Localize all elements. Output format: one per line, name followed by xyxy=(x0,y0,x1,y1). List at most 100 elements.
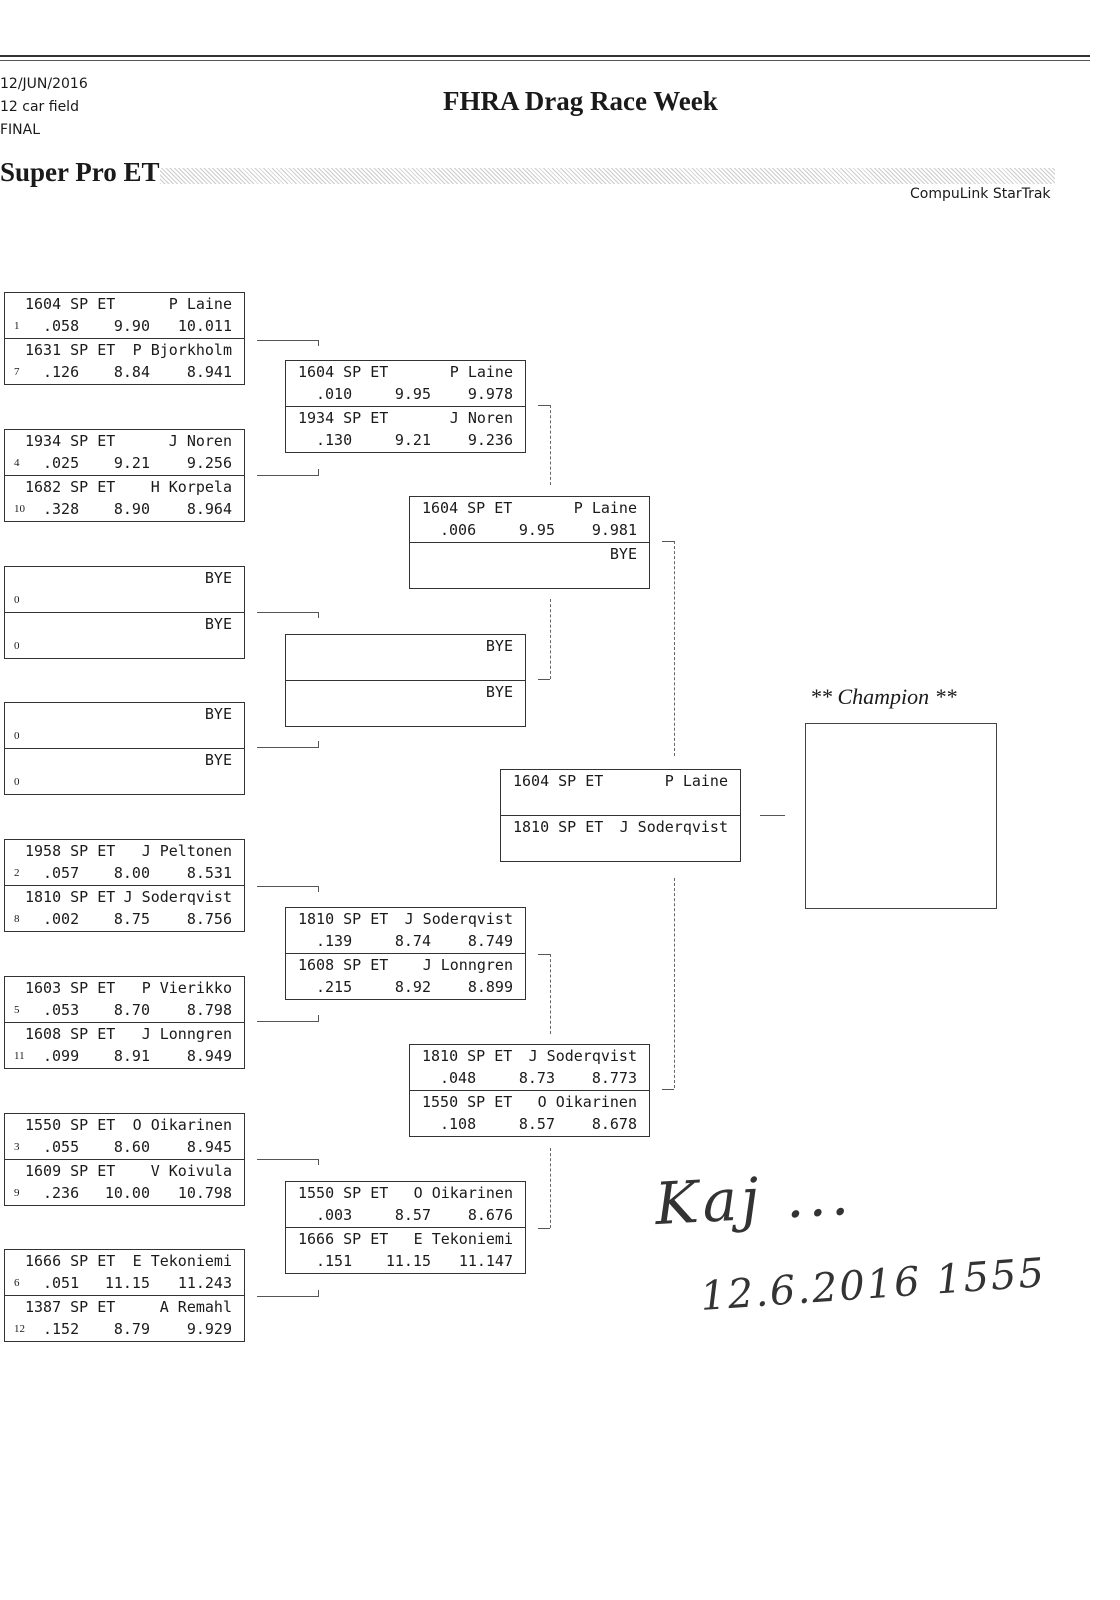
connector-dashed xyxy=(674,878,675,1088)
seed-number: 7 xyxy=(14,366,20,378)
driver-name: BYE xyxy=(204,705,232,723)
reaction-time: .099 xyxy=(43,1047,80,1065)
connector-line xyxy=(257,1296,319,1297)
car-number: 1666 SP ET xyxy=(25,1252,116,1270)
dial-in: 8.90 xyxy=(113,500,150,518)
elapsed-time: 8.749 xyxy=(467,932,513,950)
elapsed-time: 9.256 xyxy=(186,454,232,472)
driver-name: BYE xyxy=(609,545,637,563)
car-number: 1810 SP ET xyxy=(513,818,604,836)
driver-name: P Laine xyxy=(664,772,728,790)
car-number: 1810 SP ET xyxy=(422,1047,513,1065)
dial-in: 8.57 xyxy=(518,1115,555,1133)
car-number: 1604 SP ET xyxy=(422,499,513,517)
driver-name: H Korpela xyxy=(150,478,232,496)
connector-line xyxy=(538,679,550,680)
elapsed-time: 8.756 xyxy=(186,910,232,928)
dial-in: 9.21 xyxy=(394,431,431,449)
racer-entry: BYE 0 xyxy=(5,703,244,748)
car-number: 1609 SP ET xyxy=(25,1162,116,1180)
driver-name: E Tekoniemi xyxy=(132,1252,232,1270)
driver-name: V Koivula xyxy=(150,1162,232,1180)
connector-line xyxy=(538,405,550,406)
car-number: 1550 SP ET xyxy=(298,1184,389,1202)
reaction-time: .328 xyxy=(43,500,80,518)
reaction-time: .002 xyxy=(43,910,80,928)
driver-name: P Laine xyxy=(573,499,637,517)
connector-line xyxy=(538,1228,550,1229)
connector-line xyxy=(318,612,319,618)
connector-line xyxy=(257,1021,319,1022)
driver-name: J Lonngren xyxy=(141,1025,232,1043)
car-number: 1631 SP ET xyxy=(25,341,116,359)
handwritten-signature: Kaj ... xyxy=(653,1159,855,1239)
connector-line xyxy=(257,612,319,613)
reaction-time: .055 xyxy=(43,1138,80,1156)
seed-number: 6 xyxy=(14,1277,20,1289)
car-number: 1810 SP ET xyxy=(25,888,116,906)
driver-name: P Laine xyxy=(168,295,232,313)
car-number: 1810 SP ET xyxy=(298,910,389,928)
dial-in: 9.21 xyxy=(113,454,150,472)
driver-name: P Laine xyxy=(449,363,513,381)
reaction-time: .126 xyxy=(43,363,80,381)
car-number: 1666 SP ET xyxy=(298,1230,389,1248)
dial-in: 9.90 xyxy=(113,317,150,335)
driver-name: BYE xyxy=(485,683,513,701)
elapsed-time: 8.678 xyxy=(591,1115,637,1133)
driver-name: P Bjorkholm xyxy=(132,341,232,359)
dial-in: 8.73 xyxy=(518,1069,555,1087)
bracket-status: FINAL xyxy=(0,122,41,138)
driver-name: J Peltonen xyxy=(141,842,232,860)
reaction-time: .010 xyxy=(316,385,353,403)
elapsed-time: 9.929 xyxy=(186,1320,232,1338)
connector-line xyxy=(662,541,674,542)
event-title: FHRA Drag Race Week xyxy=(443,86,718,116)
champion-connector xyxy=(760,815,785,816)
car-number: 1682 SP ET xyxy=(25,478,116,496)
connector-dashed xyxy=(550,954,551,1034)
driver-name: J Soderqvist xyxy=(619,818,728,836)
elapsed-time: 11.243 xyxy=(177,1274,232,1292)
car-number: 1934 SP ET xyxy=(298,409,389,427)
elapsed-time: 10.798 xyxy=(177,1184,232,1202)
connector-line xyxy=(662,1089,674,1090)
elapsed-time: 8.964 xyxy=(186,500,232,518)
class-title: Super Pro ET xyxy=(0,157,160,187)
connector-dashed xyxy=(550,599,551,679)
dial-in: 8.57 xyxy=(394,1206,431,1224)
champion-box xyxy=(805,723,997,909)
connector-line xyxy=(318,1015,319,1021)
connector-line xyxy=(318,340,319,346)
driver-name: E Tekoniemi xyxy=(413,1230,513,1248)
driver-name: BYE xyxy=(204,615,232,633)
connector-dashed xyxy=(674,541,675,756)
racer-entry: BYE xyxy=(286,680,525,726)
connector-dashed xyxy=(550,1148,551,1228)
seed-number: 0 xyxy=(14,730,20,742)
driver-name: J Noren xyxy=(168,432,232,450)
reaction-time: .025 xyxy=(43,454,80,472)
dial-in: 8.92 xyxy=(394,978,431,996)
racer-entry: BYE xyxy=(286,635,525,680)
seed-number: 11 xyxy=(14,1050,25,1062)
elapsed-time: 8.798 xyxy=(186,1001,232,1019)
